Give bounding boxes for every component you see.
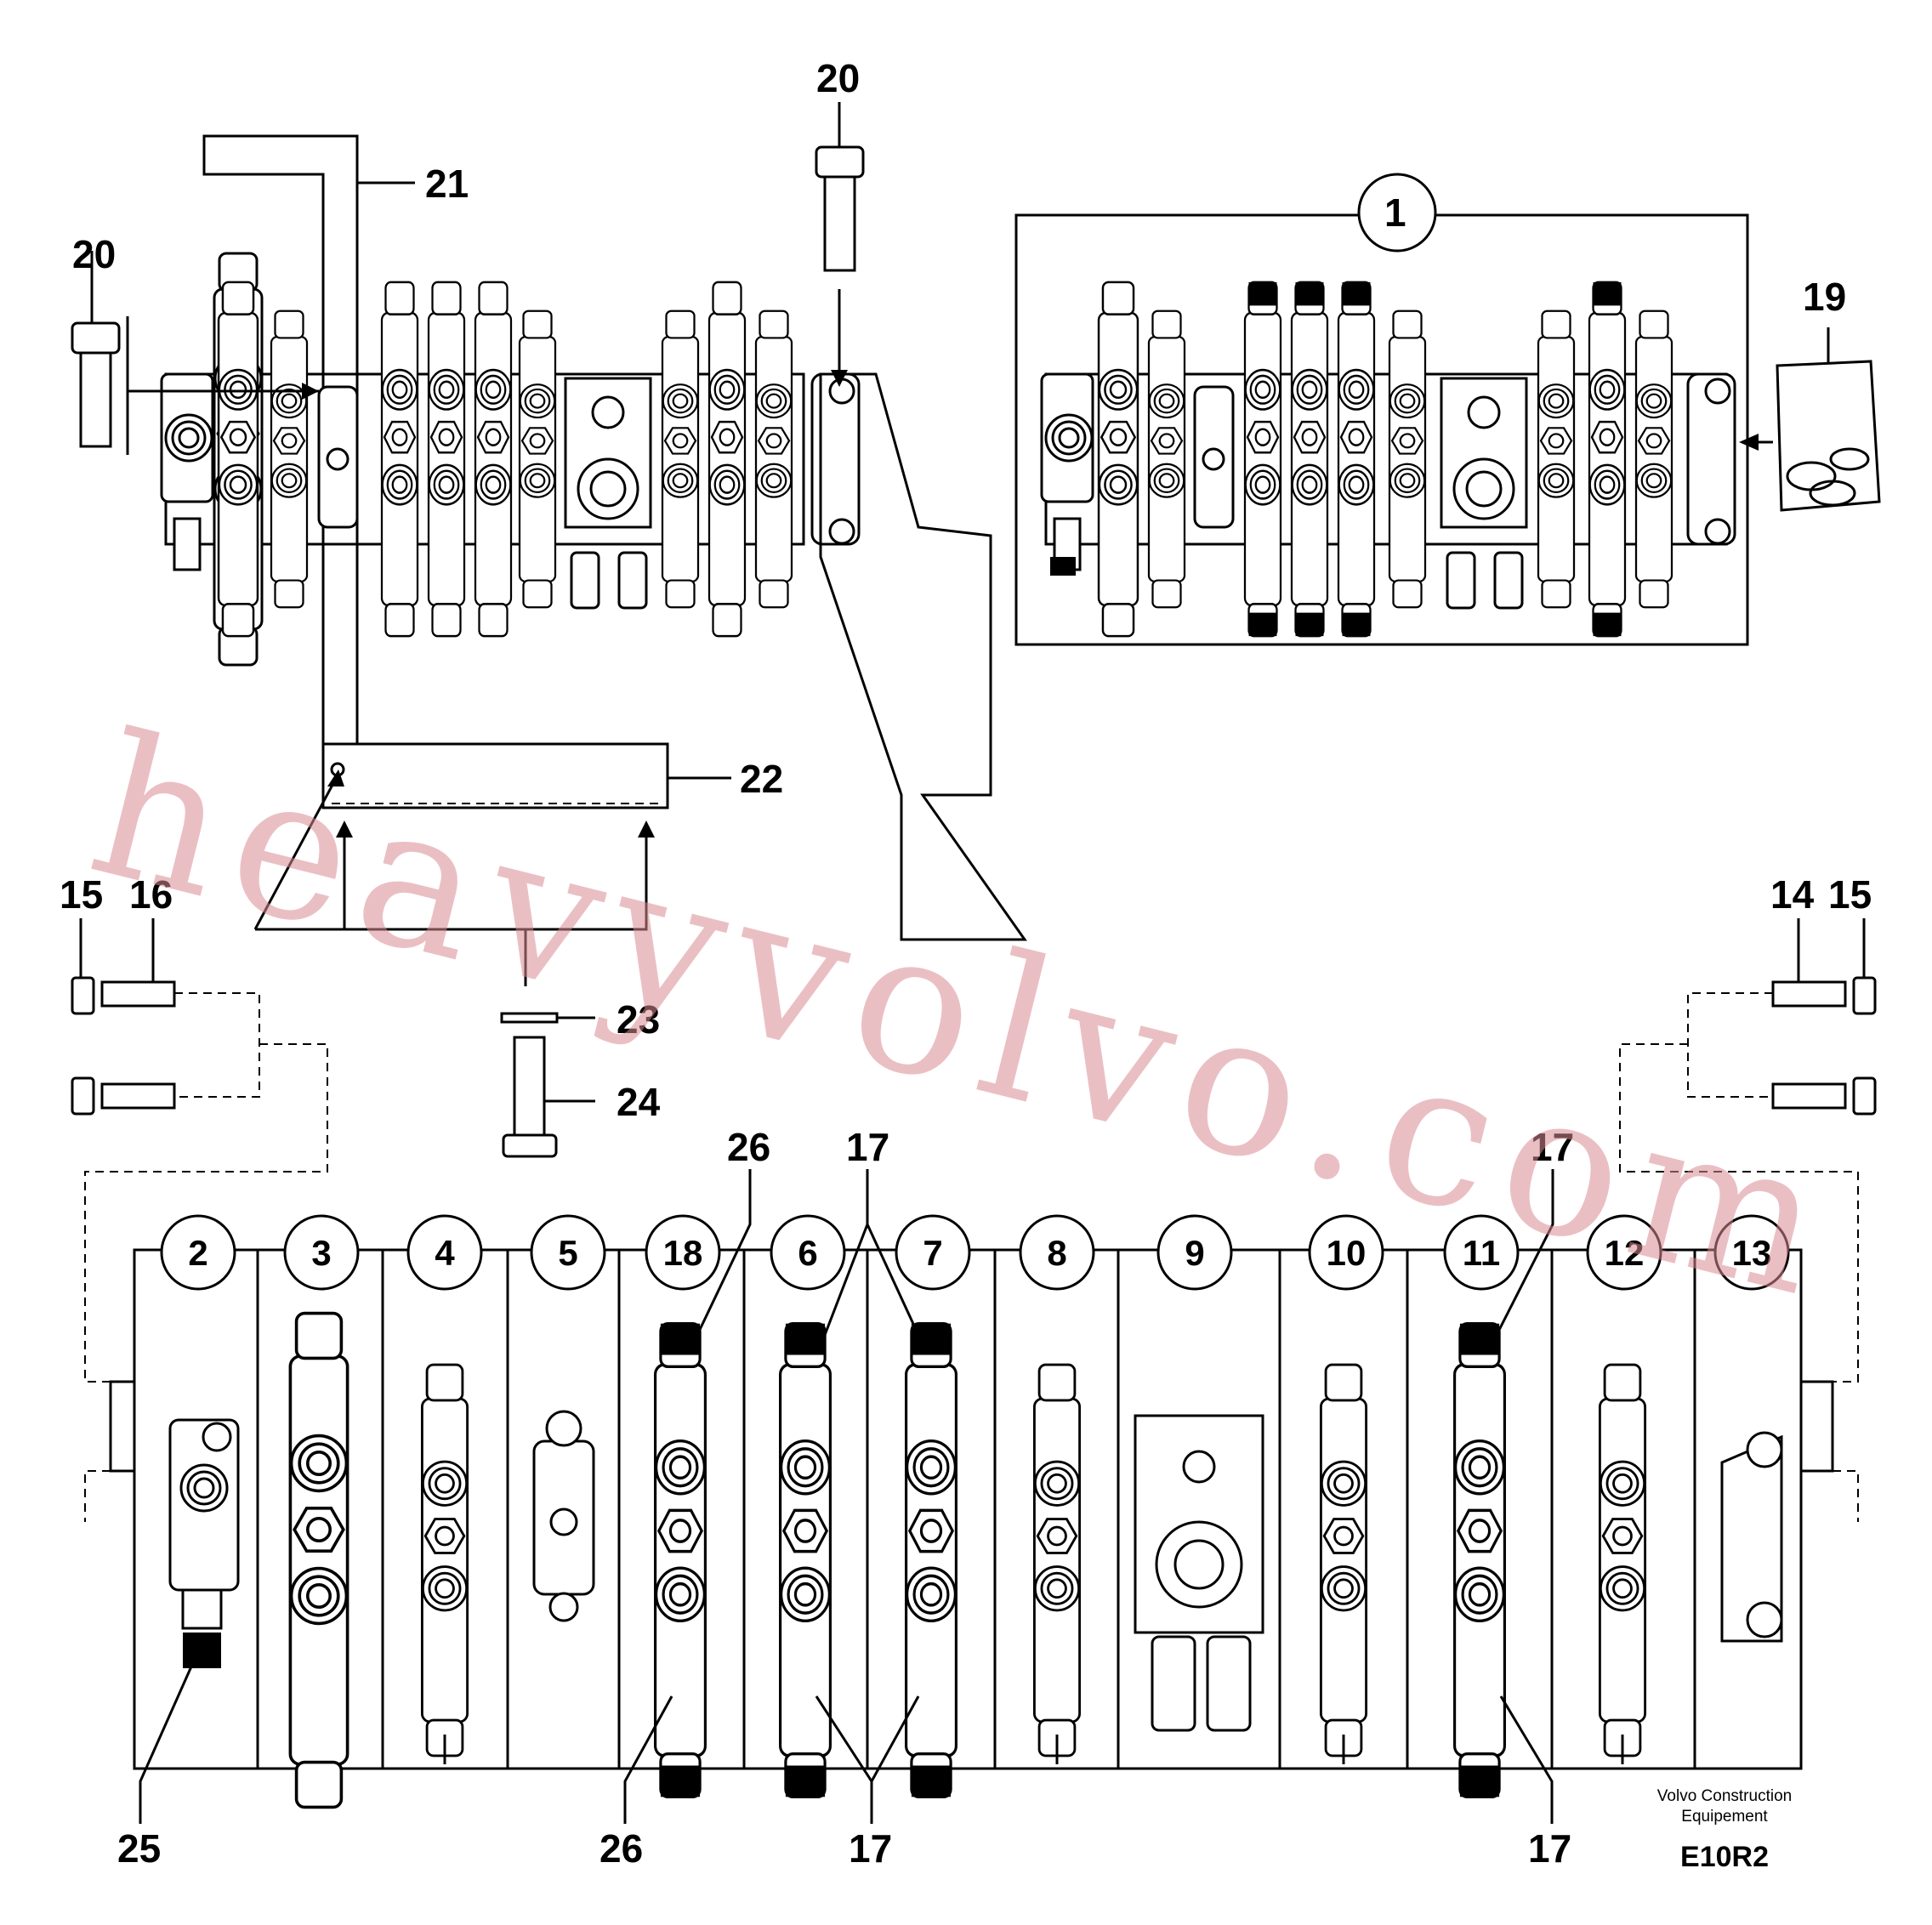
bolt-20-top [815,145,865,387]
spacer-bar-22 [321,742,669,809]
callout-17-top-left: 17 [846,1125,889,1169]
callout-23: 23 [617,997,660,1042]
section-label-5: 5 [530,1214,606,1291]
svg-text:8: 8 [1047,1233,1066,1273]
section-13-end-plate [1720,1431,1783,1643]
section-label-10: 10 [1308,1214,1384,1291]
section-label-11: 11 [1443,1214,1520,1291]
section-label-7: 7 [895,1214,971,1291]
svg-text:12: 12 [1605,1233,1645,1273]
section-label-2: 2 [160,1214,236,1291]
valve-assembly-main [71,102,1027,1158]
bolt-20-left [71,316,319,455]
svg-text:3: 3 [311,1233,331,1273]
svg-text:11: 11 [1463,1233,1500,1273]
svg-text:10: 10 [1327,1233,1367,1273]
svg-text:9: 9 [1185,1233,1204,1273]
bolts-left-15-16 [71,918,328,1522]
seal-kit-bag-19 [1739,327,1881,512]
svg-text:18: 18 [663,1233,703,1273]
section-5-plate [532,1410,595,1622]
callout-15-right: 15 [1828,872,1872,917]
callout-17-bottom-right: 17 [1528,1826,1571,1871]
callout-17-top-right: 17 [1531,1125,1574,1169]
callout-17-bottom-left: 17 [849,1826,892,1871]
company-name-line2: Equipement [1681,1808,1768,1826]
callout-22: 22 [740,757,783,801]
bracket-right [819,372,1027,941]
callout-1: 1 [1384,190,1406,235]
section-label-12: 12 [1586,1214,1662,1291]
section-label-18: 18 [645,1214,721,1291]
callout-16: 16 [129,872,173,917]
callout-26-bottom: 26 [599,1826,643,1871]
svg-text:13: 13 [1732,1233,1772,1273]
callout-26-top: 26 [727,1125,770,1169]
callout-21: 21 [425,162,469,206]
callout-20-top: 20 [816,56,860,100]
section-label-9: 9 [1156,1214,1233,1291]
svg-text:5: 5 [558,1233,577,1273]
svg-text:4: 4 [435,1233,455,1273]
svg-text:7: 7 [923,1233,942,1273]
callout-14: 14 [1770,872,1815,917]
sections-panel: 2 3 4 5 18 6 7 8 [109,1169,1834,1824]
section-2-inlet [168,1418,240,1668]
callout-24: 24 [617,1080,661,1124]
section-label-3: 3 [283,1214,360,1291]
bolts-right-14-15 [1619,918,1877,1522]
svg-text:6: 6 [798,1233,817,1273]
section-label-4: 4 [406,1214,483,1291]
valve-assembly-boxed [1014,173,1881,646]
callout-15-left: 15 [60,872,103,917]
section-9-center-plate [1134,1414,1264,1732]
company-name-line1: Volvo Construction [1657,1787,1792,1805]
drawing-code: E10R2 [1680,1841,1769,1873]
section-label-13: 13 [1713,1214,1790,1291]
callout-20-left: 20 [72,232,116,276]
svg-text:2: 2 [188,1233,207,1273]
section-label-6: 6 [770,1214,846,1291]
callout-19: 19 [1803,275,1846,319]
callout-25: 25 [117,1826,161,1871]
section-label-8: 8 [1019,1214,1095,1291]
